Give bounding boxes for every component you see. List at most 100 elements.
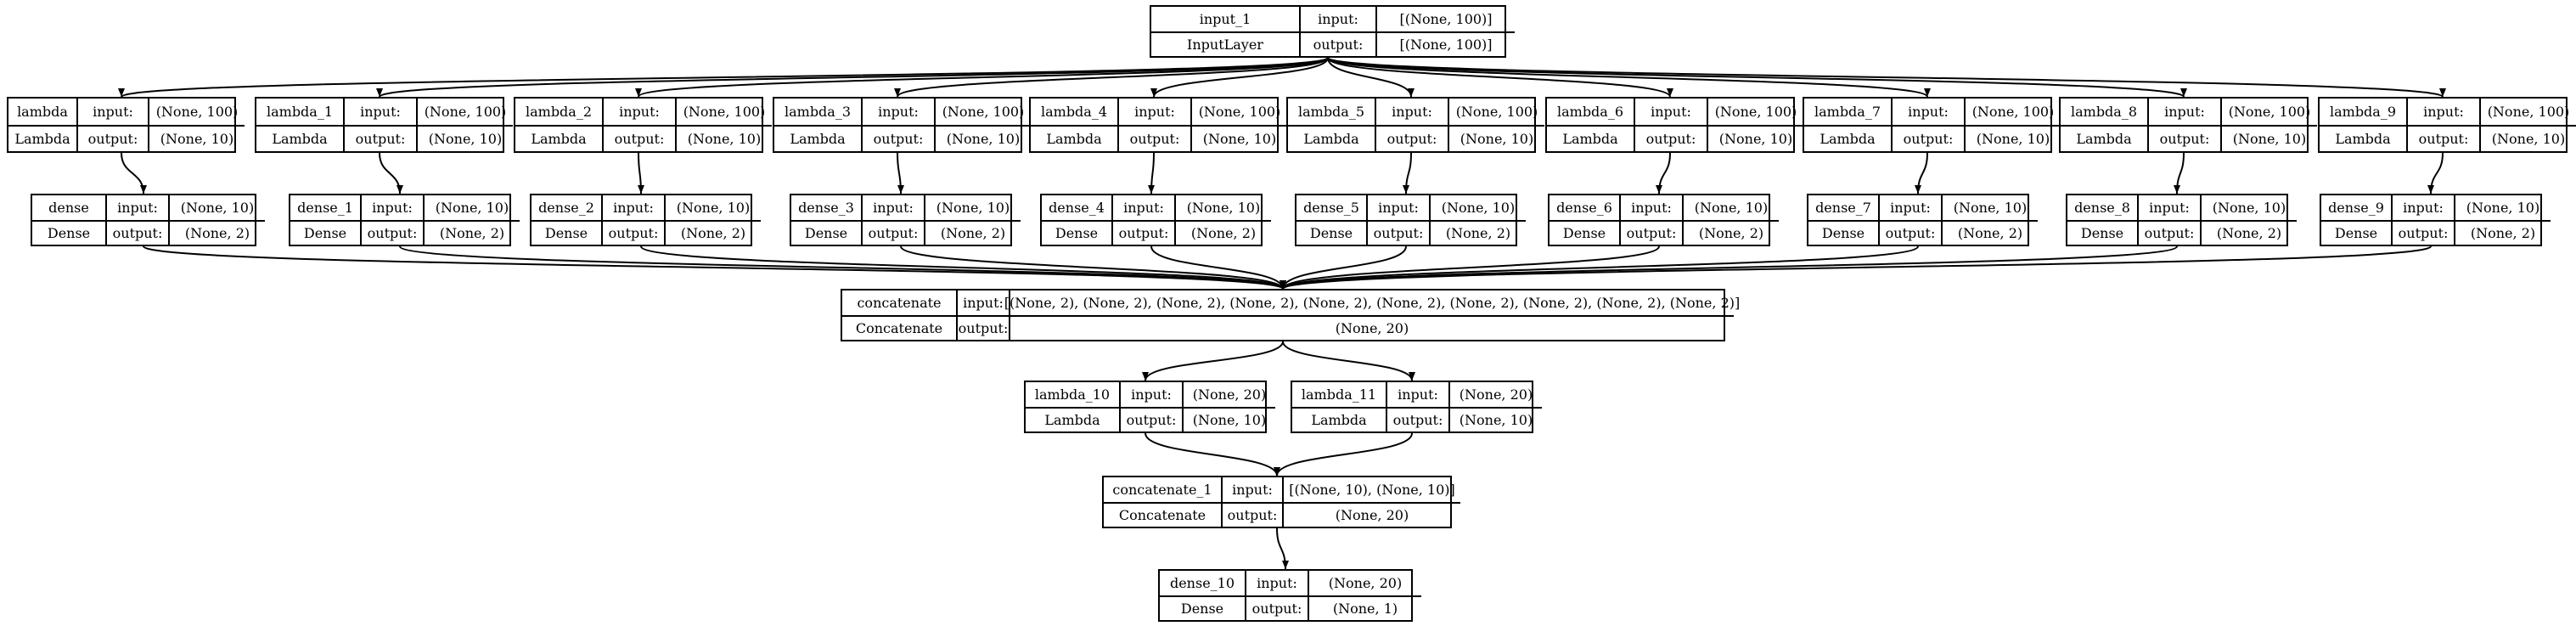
input-shape: (None, 100): [1964, 99, 2061, 125]
output-label: output:: [343, 127, 416, 151]
input-shape: (None, 10): [664, 195, 761, 220]
output-shape: (None, 2): [1941, 222, 2038, 245]
layer-name: dense_5: [1303, 199, 1359, 216]
input-label: input:: [105, 195, 168, 220]
layer-name: dense_4: [1049, 199, 1105, 216]
edge-dense-6-to-concatenate: [1280, 245, 1660, 290]
edge-lambda-7-to-dense-7: [1915, 152, 1928, 195]
layer-type: Dense: [1562, 224, 1606, 241]
edge-input-1-to-lambda-1: [376, 57, 1329, 98]
edge-input-1-to-lambda-4: [1150, 57, 1329, 98]
output-label: output:: [861, 127, 934, 151]
input-label: input:: [2147, 99, 2220, 125]
layer-type-row: Lambda output:(None, 10): [774, 125, 1031, 151]
edge-input-1-to-lambda-9: [1327, 57, 2446, 98]
layer-type: Concatenate: [855, 319, 943, 336]
output-label: output:: [1245, 597, 1308, 620]
output-shape: (None, 10): [934, 127, 1031, 151]
output-shape: (None, 2): [2454, 222, 2551, 245]
edge-concatenate-to-lambda-11: [1282, 341, 1415, 381]
edge-dense-2-to-concatenate: [640, 245, 1286, 290]
edge-lambda-11-to-concatenate-1: [1274, 432, 1413, 477]
output-shape: (None, 2): [1174, 222, 1271, 245]
input-label: input:: [1299, 7, 1375, 31]
edge-dense-1-to-concatenate: [399, 245, 1286, 290]
edge-lambda-3-to-dense-3: [897, 152, 904, 195]
layer-type: Lambda: [2076, 130, 2132, 147]
output-shape: (None, 10): [416, 127, 513, 151]
input-label: input:: [2137, 195, 2200, 220]
input-shape: (None, 10): [2454, 195, 2551, 220]
edge-concatenate-1-to-dense-10: [1276, 527, 1289, 570]
input-shape: (None, 100): [1448, 99, 1544, 125]
output-label: output:: [105, 222, 168, 245]
output-shape: (None, 10): [1448, 409, 1542, 431]
layer-type: Lambda: [272, 130, 328, 147]
input-shape: (None, 10): [924, 195, 1021, 220]
output-shape: (None, 2): [1429, 222, 1526, 245]
layer-name: lambda_5: [1297, 103, 1365, 120]
output-shape: (None, 20): [1009, 317, 1734, 340]
layer-type: Dense: [2334, 224, 2378, 241]
input-label: input:: [2391, 195, 2454, 220]
edge-input-1-to-lambda-8: [1327, 57, 2187, 98]
input-label: input:: [76, 99, 148, 125]
output-label: output:: [1366, 222, 1429, 245]
edge-dense-5-to-concatenate: [1280, 245, 1407, 290]
layer-type: Lambda: [1046, 130, 1102, 147]
edge-lambda-2-to-dense-2: [637, 152, 644, 195]
input-shape: (None, 20): [1308, 571, 1421, 595]
edge-lambda-6-to-dense-6: [1656, 152, 1671, 195]
input-label: input:: [861, 195, 924, 220]
input-shape: (None, 100): [148, 99, 245, 125]
input-shape: (None, 100): [2220, 99, 2317, 125]
layer-name: dense_9: [2328, 199, 2384, 216]
layer-name: dense_10: [1169, 574, 1235, 591]
output-label: output:: [76, 127, 148, 151]
layer-type: Dense: [1180, 600, 1224, 617]
input-shape: (None, 100): [1707, 99, 1803, 125]
output-label: output:: [1117, 127, 1190, 151]
output-shape: (None, 10): [2220, 127, 2317, 151]
edge-input-1-to-lambda: [118, 57, 1329, 98]
layer-type: Concatenate: [1118, 506, 1206, 523]
layer-type: Lambda: [531, 130, 587, 147]
layer-name: dense_8: [2074, 199, 2130, 216]
layer-type: Dense: [804, 224, 848, 241]
input-shape: (None, 100): [1190, 99, 1287, 125]
output-shape: [(None, 100)]: [1375, 33, 1515, 56]
layer-name: dense_7: [1815, 199, 1871, 216]
layer-type: Lambda: [790, 130, 846, 147]
input-label: input:: [1119, 382, 1182, 407]
input-label: input:: [2406, 99, 2479, 125]
